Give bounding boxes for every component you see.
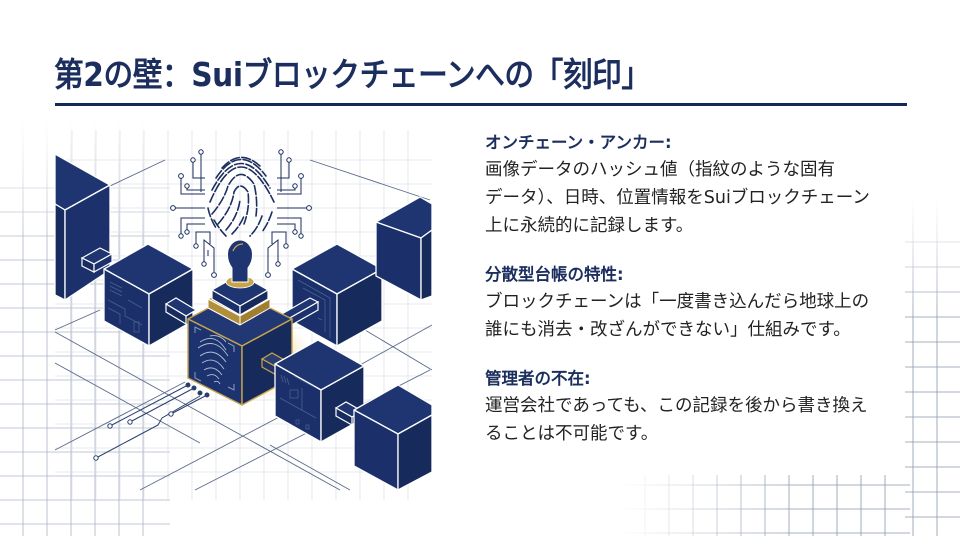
stamp-icon: [207, 239, 271, 326]
circuit-node-icon: [170, 149, 312, 278]
blockchain-cube-icon: [103, 243, 194, 347]
section-heading: 分散型台帳の特性:: [485, 265, 624, 284]
section-distributed-ledger: 分散型台帳の特性: ブロックチェーンは「一度書き込んだら地球上の 誰にも消去・改…: [485, 262, 915, 344]
section-text-line: 上に永続的に記録します。: [485, 216, 694, 236]
section-text-line: ブロックチェーンは「一度書き込んだら地球上の: [485, 292, 870, 312]
blockchain-cube-icon: [274, 339, 365, 443]
blockchain-cube-icon: [291, 243, 383, 347]
circuit-trace-icon: [93, 382, 210, 461]
scan-frame-icon: [194, 326, 235, 391]
section-text-line: 誰にも消去・改ざんができない」仕組みです。: [485, 320, 851, 340]
section-heading: オンチェーン・アンカー:: [485, 133, 672, 152]
blockchain-stamp-illustration: [54, 130, 433, 500]
section-text-line: データ）、日時、位置情報をSuiブロックチェーン: [485, 188, 870, 208]
chain-link: [164, 297, 198, 326]
page-title: 第2の壁：Suiブロックチェーンへの「刻印」: [54, 55, 651, 94]
section-heading: 管理者の不在:: [485, 369, 591, 388]
fingerprint-icon: [197, 335, 229, 385]
blockchain-cube-icon: [353, 384, 433, 491]
content-panel: オンチェーン・アンカー: 画像データのハッシュ値（指紋のような固有 データ）、日…: [485, 130, 915, 470]
blockchain-cube-icon: [375, 196, 433, 301]
background-grid-bottom: [620, 475, 910, 536]
circuit-trace-icon: [173, 152, 309, 272]
chain-link: [80, 247, 114, 274]
section-text-line: 画像データのハッシュ値（指紋のような固有: [485, 160, 835, 180]
section-no-administrator: 管理者の不在: 運営会社であっても、この記録を後から書き換え ることは不可能です…: [485, 366, 915, 448]
fingerprint-icon: [207, 156, 275, 237]
section-onchain-anchor: オンチェーン・アンカー: 画像データのハッシュ値（指紋のような固有 データ）、日…: [485, 130, 915, 240]
section-text-line: 運営会社であっても、この記録を後から書き換え: [485, 396, 868, 416]
section-text-line: ることは不可能です。: [485, 424, 659, 444]
title-divider: [55, 103, 907, 106]
blockchain-cube-icon: [54, 153, 111, 301]
